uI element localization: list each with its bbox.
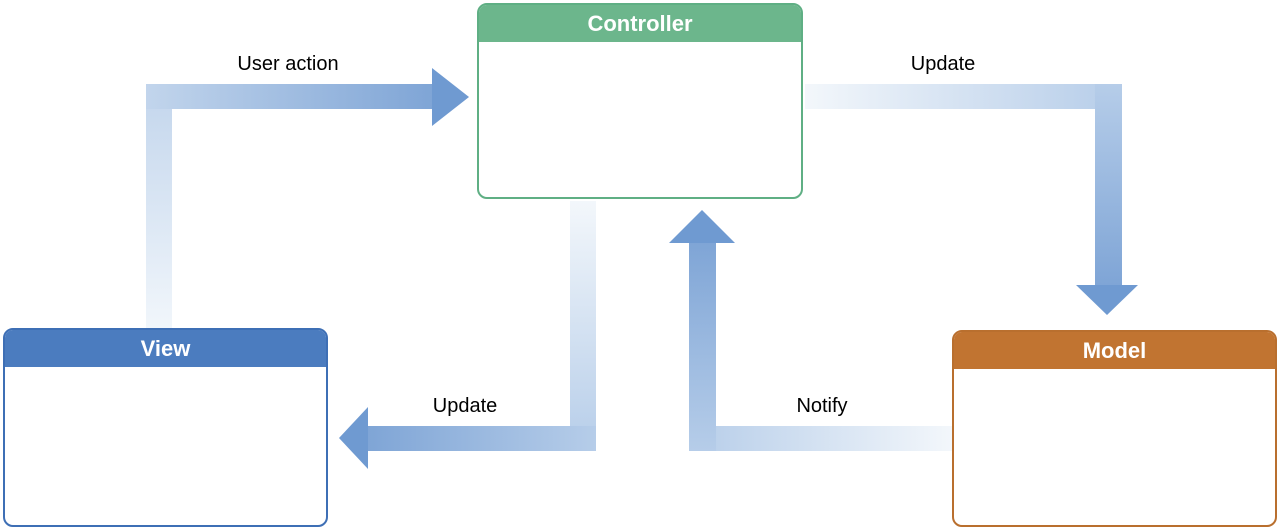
arrow-update-model-shaft-vertical: [1095, 84, 1122, 285]
arrow-update-view-arrowhead-icon: [339, 407, 368, 469]
arrow-user-action-arrowhead-icon: [432, 68, 469, 126]
arrow-update-model-arrowhead-icon: [1076, 285, 1138, 315]
arrow-label-notify: Notify: [796, 395, 848, 417]
view-box-header: View: [5, 330, 326, 367]
model-box-title: Model: [1082, 338, 1147, 363]
arrow-user-action-shaft-vertical: [146, 84, 172, 328]
controller-box-title: Controller: [587, 11, 693, 36]
arrow-label-update-view: Update: [432, 395, 498, 417]
arrow-notify-shaft-horizontal: [689, 426, 952, 451]
model-box: Model: [952, 330, 1277, 527]
arrow-update-view-shaft-horizontal: [368, 426, 596, 451]
controller-box: Controller: [477, 3, 803, 199]
arrow-update-model-shaft-horizontal: [805, 84, 1122, 109]
arrow-label-user-action: User action: [237, 53, 339, 75]
controller-box-header: Controller: [479, 5, 801, 42]
view-box: View: [3, 328, 328, 527]
arrow-update-view-shaft-vertical: [570, 201, 596, 451]
arrow-user-action-shaft-horizontal: [146, 84, 432, 109]
arrow-notify-arrowhead-icon: [669, 210, 735, 243]
arrow-notify-shaft-vertical: [689, 243, 716, 451]
view-box-title: View: [140, 336, 191, 361]
model-box-header: Model: [954, 332, 1275, 369]
arrow-label-update-model: Update: [910, 53, 976, 75]
